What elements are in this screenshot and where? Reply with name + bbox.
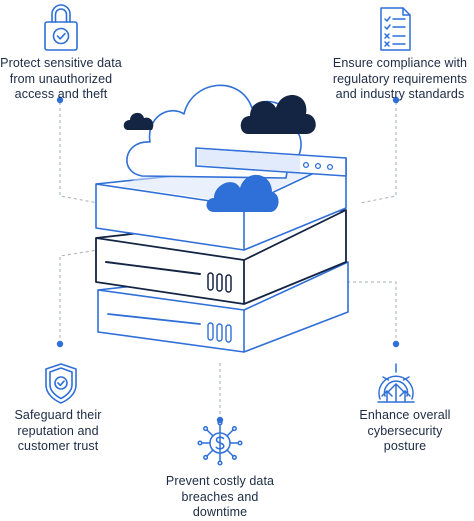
connector-reputation: [59, 249, 99, 344]
connector-dot: [392, 340, 400, 348]
connector-comply: [359, 96, 397, 204]
status-light: [302, 161, 310, 169]
benefit-text-line: regulatory requirements: [332, 71, 468, 86]
connector-dot: [56, 96, 64, 104]
radar-upgrade-icon: [377, 363, 415, 403]
benefit-prevent-breaches: Prevent costly data breaches and downtim…: [160, 474, 280, 521]
benefit-text-line: cybersecurity: [367, 423, 443, 438]
checklist-document-icon: [380, 7, 411, 51]
connector-dot: [56, 340, 64, 348]
connector-dots: [56, 96, 400, 424]
benefit-text-line: and industry standards: [335, 87, 465, 101]
cloud-navy-small: [123, 112, 154, 130]
connector-protect: [59, 96, 99, 204]
benefit-text-line: customer trust: [17, 439, 99, 453]
connector-dot: [392, 96, 400, 104]
benefit-text-line: Enhance overall: [359, 408, 451, 422]
benefit-protect-data: Protect sensitive data from unauthorized…: [0, 56, 122, 103]
padlock-check-icon: [44, 4, 78, 51]
benefit-text-line: downtime: [192, 505, 248, 519]
dollar-network-icon: [197, 420, 243, 466]
screen-panel: [195, 147, 347, 177]
benefit-text-line: posture: [383, 439, 427, 453]
benefit-text-line: Protect sensitive data: [0, 56, 122, 70]
cloud-navy-large: [240, 95, 316, 134]
benefit-text-line: from unauthorized: [9, 71, 113, 86]
benefit-enhance-posture: Enhance overall cybersecurity posture: [347, 408, 463, 455]
cloud-blue: [206, 174, 279, 212]
status-light: [314, 162, 322, 170]
benefit-text-line: Ensure compliance with: [332, 56, 468, 70]
benefit-text-line: reputation and: [17, 423, 99, 438]
benefit-safeguard-reputation: Safeguard their reputation and customer …: [6, 408, 110, 455]
benefit-text-line: access and theft: [14, 87, 108, 101]
drive-bays: [207, 322, 232, 343]
connector-posture: [346, 281, 397, 344]
benefit-text-line: Safeguard their: [14, 408, 102, 422]
status-light: [326, 163, 334, 171]
benefit-text-line: breaches and: [181, 489, 259, 504]
benefit-ensure-compliance: Ensure compliance with regulatory requir…: [330, 56, 470, 103]
drive-bays: [207, 272, 232, 293]
connector-lines: [59, 96, 397, 420]
benefit-text-line: Prevent costly data: [165, 474, 275, 488]
shield-check-icon: [45, 363, 77, 404]
